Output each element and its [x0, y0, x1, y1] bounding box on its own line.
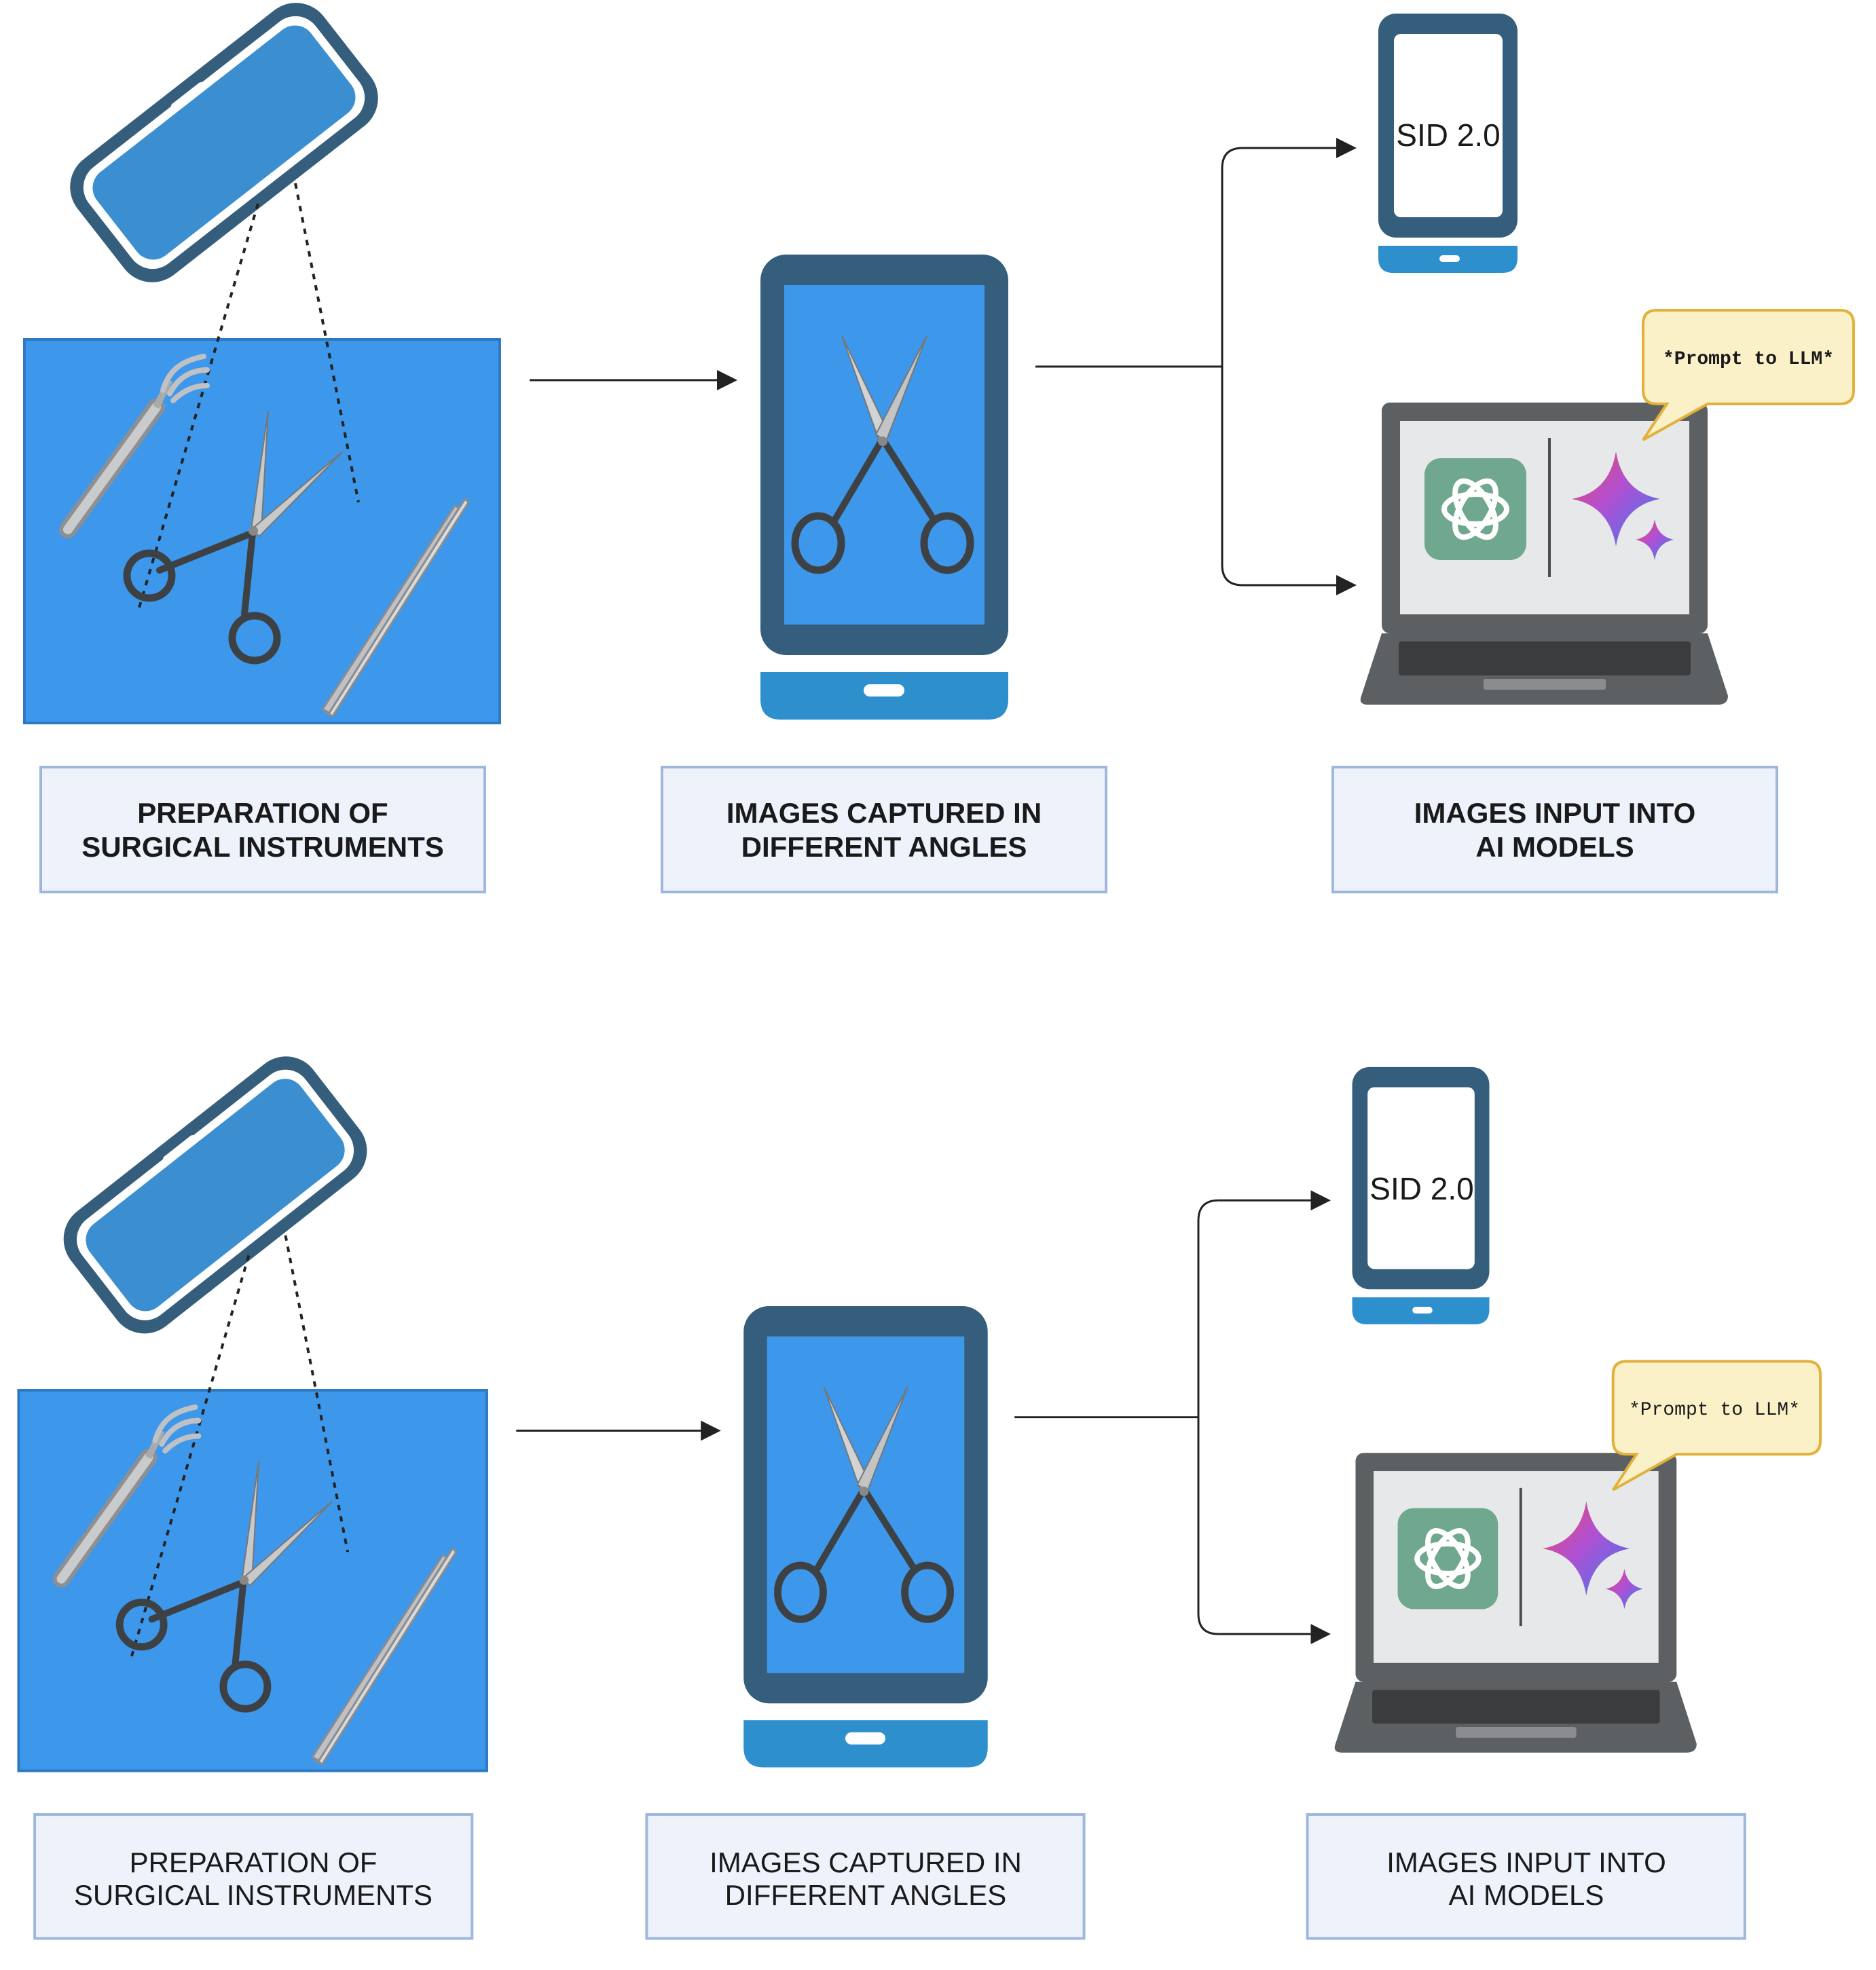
- prompt-label: *Prompt to LLM*: [1629, 1400, 1800, 1421]
- step-2-line-1: IMAGES CAPTURED IN: [710, 1846, 1022, 1878]
- step-3-line-2: AI MODELS: [1449, 1879, 1604, 1911]
- workflow-panel-top: SID 2.0 *Prompt to LLM* PREPARATION OF S…: [24, 0, 1854, 892]
- step-1-line-1: PREPARATION OF: [137, 797, 388, 829]
- step-1-line-2: SURGICAL INSTRUMENTS: [74, 1879, 433, 1911]
- step-2-line-2: DIFFERENT ANGLES: [725, 1879, 1007, 1911]
- step-1-line-2: SURGICAL INSTRUMENTS: [81, 831, 444, 863]
- prompt-label: *Prompt to LLM*: [1663, 349, 1834, 370]
- step-2-line-2: DIFFERENT ANGLES: [741, 831, 1027, 863]
- step-3-line-1: IMAGES INPUT INTO: [1386, 1846, 1666, 1878]
- step-2-line-1: IMAGES CAPTURED IN: [727, 797, 1042, 829]
- step-3-line-2: AI MODELS: [1475, 831, 1634, 863]
- sid-label: SID 2.0: [1369, 1171, 1473, 1206]
- sid-label: SID 2.0: [1396, 117, 1500, 153]
- step-1-line-1: PREPARATION OF: [130, 1846, 378, 1878]
- step-3-line-1: IMAGES INPUT INTO: [1414, 797, 1696, 829]
- workflow-panel-bottom: SID 2.0 *Prompt to LLM* PREPARATION OF S…: [18, 1042, 1820, 1938]
